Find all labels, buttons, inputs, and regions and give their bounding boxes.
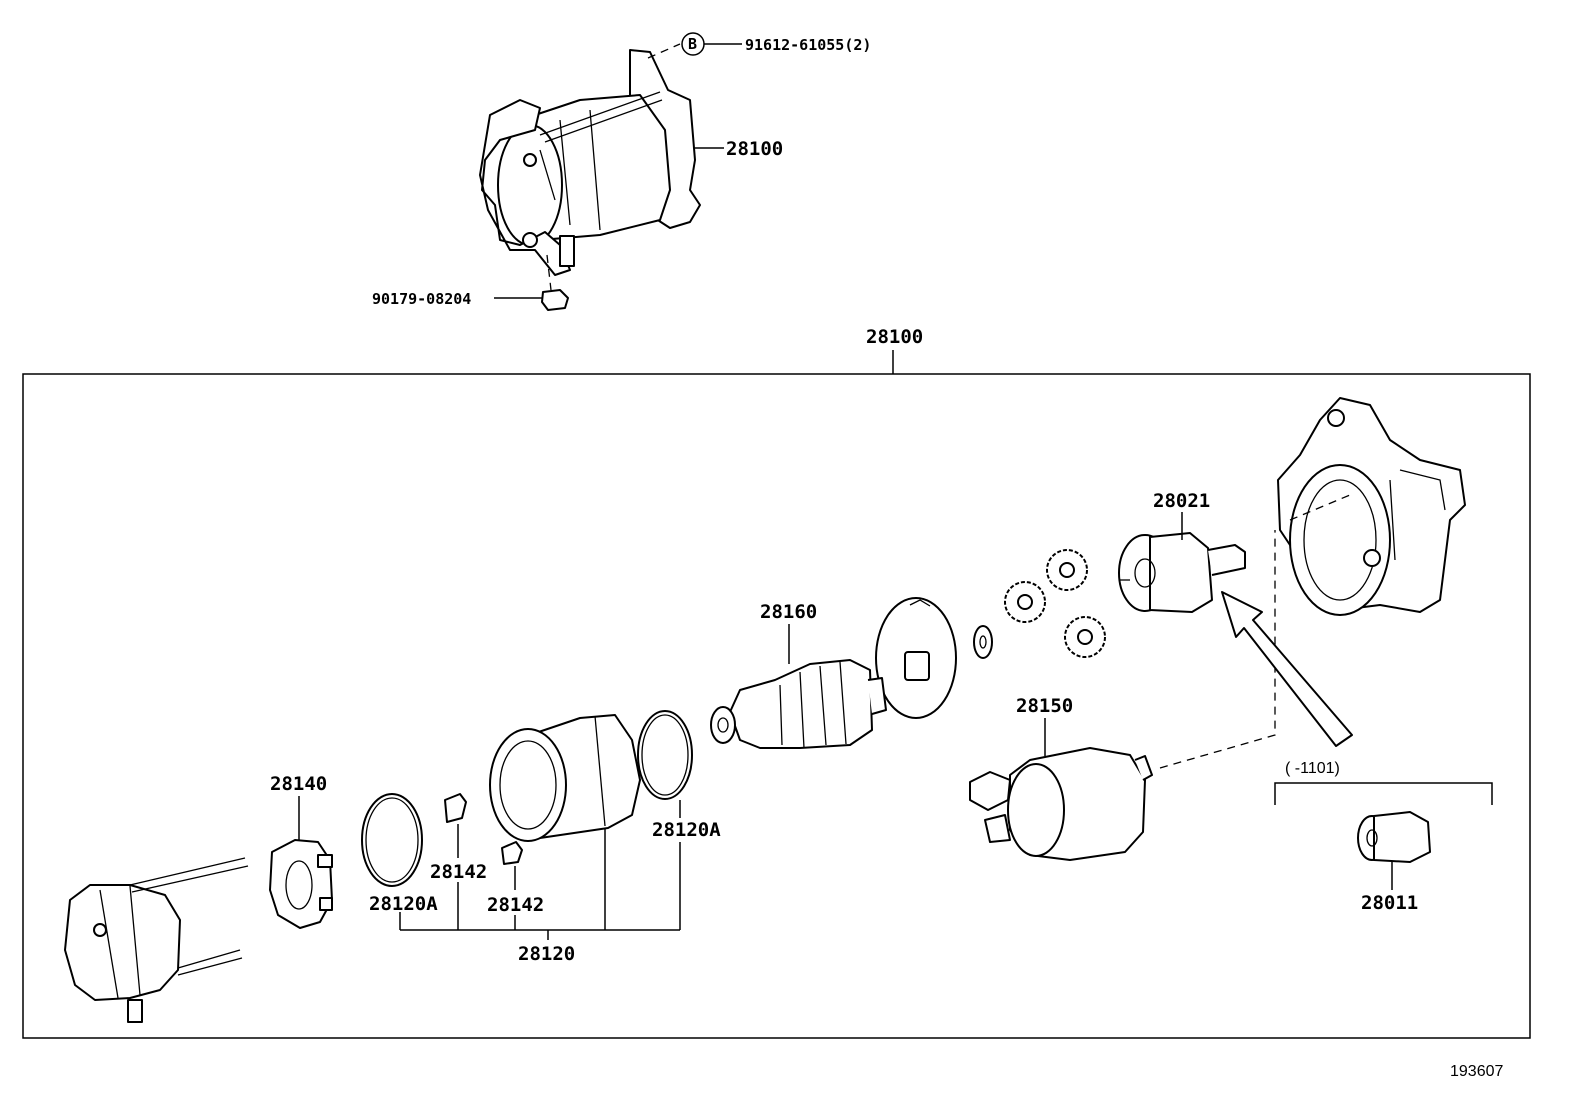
label-nut[interactable]: 90179-08204 bbox=[372, 290, 471, 308]
o-ring-right[interactable] bbox=[637, 710, 693, 800]
yoke-assy-bracket bbox=[399, 828, 681, 940]
bolt-b-guide-line bbox=[647, 43, 681, 59]
nut-90179[interactable] bbox=[541, 289, 569, 311]
end-frame[interactable] bbox=[64, 857, 249, 1023]
drive-housing[interactable] bbox=[1277, 397, 1466, 616]
o-ring-left[interactable] bbox=[361, 793, 423, 887]
label-clip-upper[interactable]: 28142 bbox=[430, 861, 487, 883]
assembly-frame bbox=[22, 373, 1531, 1039]
washer[interactable] bbox=[973, 625, 993, 659]
nut-guide-line bbox=[546, 254, 552, 291]
label-brush-holder[interactable]: 28140 bbox=[270, 773, 327, 795]
label-variant-range[interactable]: ( -1101) bbox=[1285, 760, 1340, 777]
variant-bracket bbox=[1274, 782, 1493, 805]
brush-holder[interactable] bbox=[269, 839, 333, 929]
housing-guide-line bbox=[1289, 494, 1351, 521]
planetary-gear-upper[interactable] bbox=[1046, 549, 1088, 591]
label-magnetic-switch[interactable]: 28150 bbox=[1016, 695, 1073, 717]
label-armature[interactable]: 28160 bbox=[760, 601, 817, 623]
planetary-gear-middle[interactable] bbox=[1004, 581, 1046, 623]
starter-clutch[interactable] bbox=[1118, 532, 1246, 613]
armature[interactable] bbox=[710, 659, 887, 749]
planetary-gear-lower[interactable] bbox=[1064, 616, 1106, 658]
label-starter-clutch[interactable]: 28021 bbox=[1153, 490, 1210, 512]
pinion-gear[interactable] bbox=[1357, 811, 1431, 863]
label-clip-lower[interactable]: 28142 bbox=[487, 894, 544, 916]
label-yoke-assy[interactable]: 28120 bbox=[518, 943, 575, 965]
label-bolt-b[interactable]: 91612-61055(2) bbox=[745, 36, 871, 54]
starter-assembly-top[interactable] bbox=[479, 49, 701, 276]
label-o-ring-left[interactable]: 28120A bbox=[369, 893, 438, 915]
clip-upper[interactable] bbox=[444, 793, 467, 823]
label-pinion-gear[interactable]: 28011 bbox=[1361, 892, 1418, 914]
label-o-ring-right[interactable]: 28120A bbox=[652, 819, 721, 841]
bolt-b-marker: B bbox=[688, 35, 697, 53]
clip-lower[interactable] bbox=[501, 841, 523, 865]
diagram-id: 193607 bbox=[1450, 1063, 1503, 1080]
magnetic-switch[interactable] bbox=[969, 747, 1153, 861]
internal-gear-plate[interactable] bbox=[875, 597, 957, 719]
yoke[interactable] bbox=[489, 714, 641, 842]
variant-arrow bbox=[1221, 591, 1353, 747]
label-assembly[interactable]: 28100 bbox=[866, 326, 923, 348]
switch-guide-line bbox=[1159, 530, 1276, 769]
label-starter-top[interactable]: 28100 bbox=[726, 138, 783, 160]
